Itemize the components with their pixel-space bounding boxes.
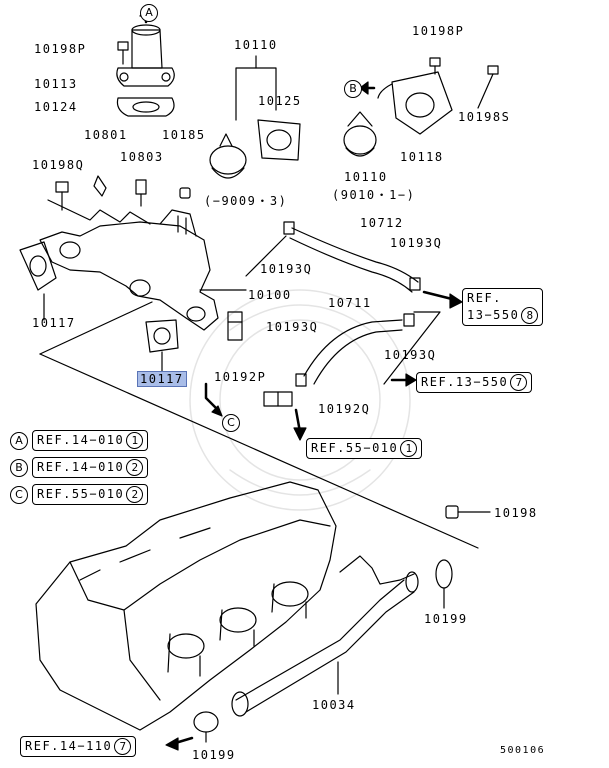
label-10193Q-d: 10193Q [384,348,437,362]
label-10198P-a: 10198P [34,42,87,56]
label-10801: 10801 [84,128,128,142]
legend-key-c: C [10,485,28,504]
o-ring-10199-bottom [193,711,219,733]
sensor-10801 [93,175,107,197]
callout-b: B [344,80,362,98]
label-10803: 10803 [120,150,164,164]
watermark-logo [189,289,411,511]
bolt-10198S [477,65,499,109]
ref-14-110-7-num: 7 [114,738,132,755]
legend-ref-a-text: REF.14−010 [37,433,125,447]
label-10198: 10198 [494,506,538,520]
callout-c: C [222,414,240,432]
label-10124: 10124 [34,100,78,114]
legend-key-a: A [10,431,28,450]
ref-55-010-1-text: REF.55−010 [311,441,399,455]
label-10110-a: 10110 [234,38,278,52]
legend-ref-b-num: 2 [126,459,144,476]
legend-ref-a-num: 1 [126,432,144,449]
label-10193Q-a: 10193Q [390,236,443,250]
callout-a: A [140,4,158,22]
bolt-10198 [445,505,459,519]
ref-13-550-7-text: REF.13−550 [421,375,509,389]
label-10711: 10711 [328,296,372,310]
label-10100: 10100 [248,288,292,302]
label-10110-b: 10110 [344,170,388,184]
label-10199-a: 10199 [424,612,468,626]
thermostat-housing-10118 [377,71,453,135]
gasket-10124 [116,97,175,117]
thermostat-new [343,111,377,157]
hose-10711 [295,313,415,387]
label-10198P-b: 10198P [412,24,465,38]
fitting-10192Q [263,391,293,407]
bolt-10198P-b [429,57,441,75]
label-10199-b: 10199 [192,748,236,762]
o-ring-10199-top [435,559,453,589]
label-10185: 10185 [162,128,206,142]
thermostat-old [209,133,247,179]
ref-13-550-8-text: REF. [467,291,502,305]
ref-55-010-1-num: 1 [400,440,418,457]
legend-key-b: B [10,458,28,477]
label-10193Q-c: 10193Q [266,320,319,334]
water-manifold-10100 [39,209,219,331]
label-10034: 10034 [312,698,356,712]
ref-13-550-8-text2: 13−550 [467,308,520,322]
label-10192P: 10192P [214,370,267,384]
label-9009: (−9009・3) [204,194,288,208]
label-10192Q: 10192Q [318,402,371,416]
label-10118: 10118 [400,150,444,164]
legend-ref-b-text: REF.14−010 [37,460,125,474]
legend-ref-c-num: 2 [126,486,144,503]
gasket-10117-center [145,319,179,353]
cylinder-head [35,481,337,731]
label-10198Q: 10198Q [32,158,85,172]
water-outlet-fitting [116,24,175,87]
bolt-10198P [117,41,129,65]
gasket-10117-left [19,241,57,291]
sensor-10803 [135,179,147,207]
ref-13-550-7-num: 7 [510,374,528,391]
label-10117-b: 10117 [137,371,187,387]
label-10125: 10125 [258,94,302,108]
ref-13-550-8-num: 8 [521,307,539,324]
label-10193Q-b: 10193Q [260,262,313,276]
legend-ref-c-text: REF.55−010 [37,487,125,501]
label-10712: 10712 [360,216,404,230]
water-pipe-10034 [231,555,419,717]
label-10198S: 10198S [458,110,511,124]
gasket-10125 [257,119,301,161]
diagram-code: 500106 [500,745,546,756]
bolt-10198Q [55,181,69,211]
plug-10185 [179,187,191,199]
label-10117-a: 10117 [32,316,76,330]
label-10113: 10113 [34,77,78,91]
hose-10712 [283,221,421,293]
ref-14-110-7-text: REF.14−110 [25,739,113,753]
label-9010: (9010・1−) [332,188,416,202]
fitting-10192P [227,311,243,341]
